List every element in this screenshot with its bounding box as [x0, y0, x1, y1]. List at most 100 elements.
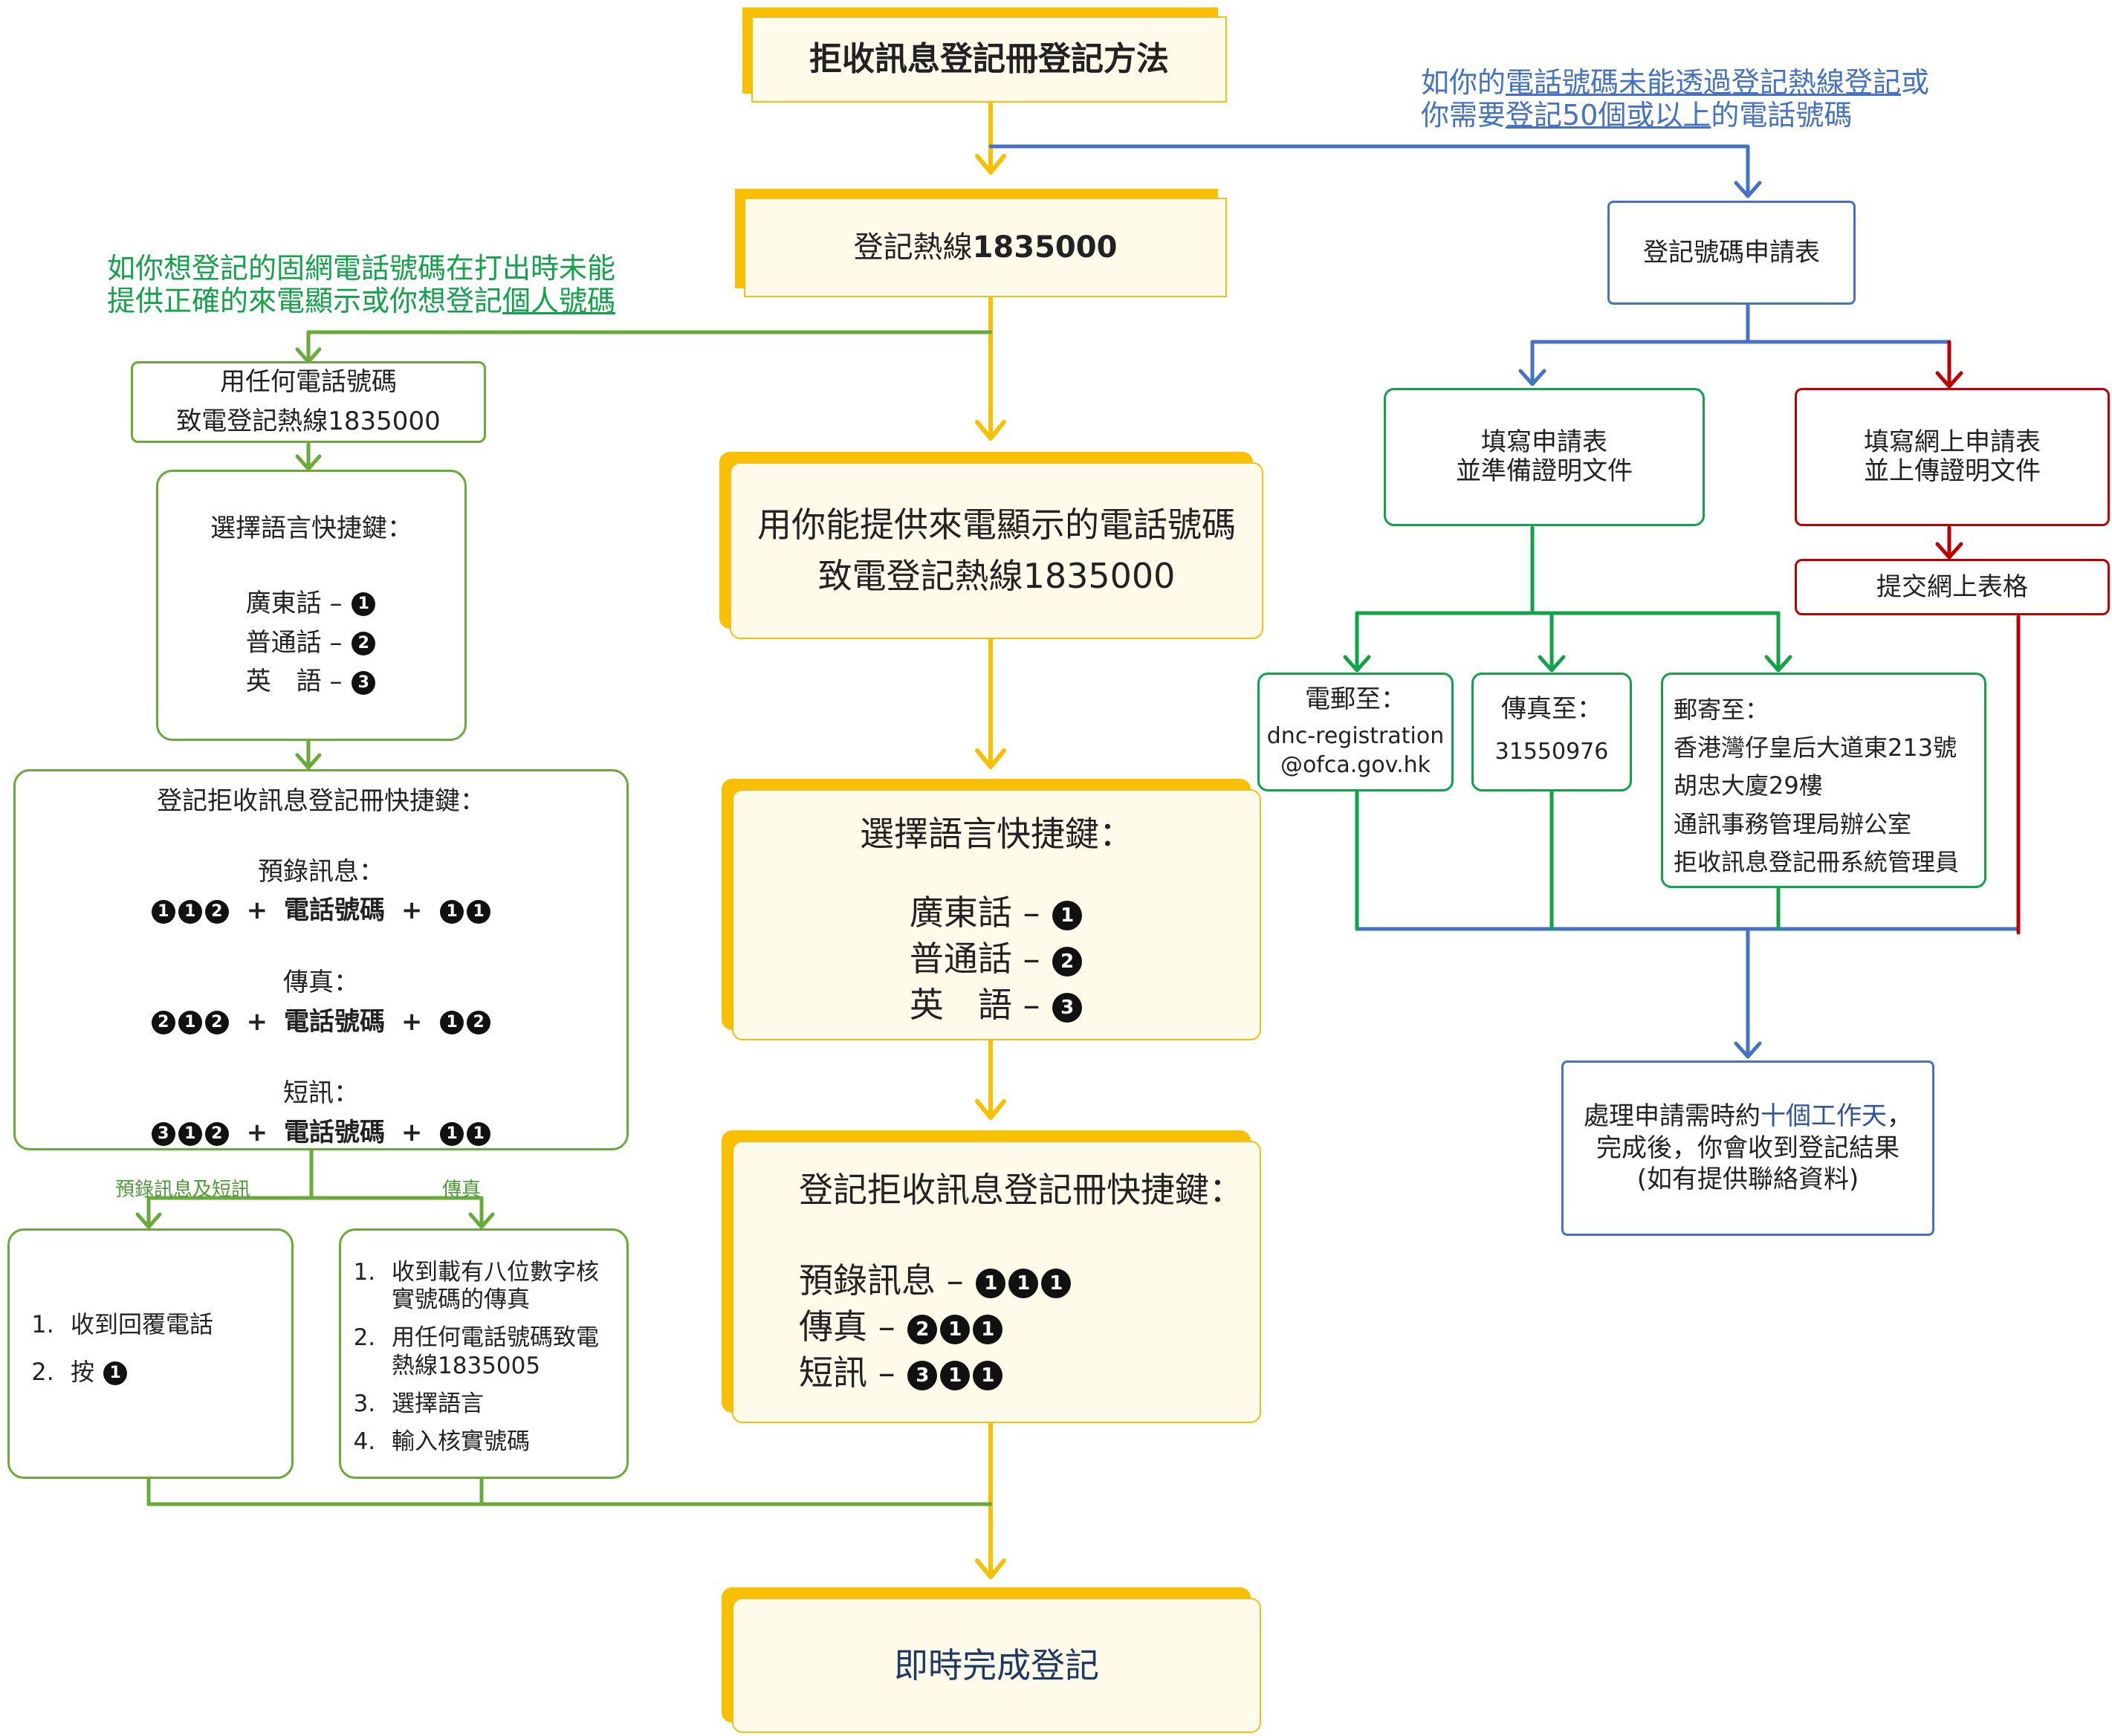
- caller-id-line1: 用你能提供來電顯示的電話號碼: [757, 505, 1236, 545]
- number-1-icon: 1: [940, 1360, 971, 1390]
- processing-highlight: 十個工作天: [1760, 1101, 1887, 1132]
- processing-line2: 完成後，你會收到登記結果: [1596, 1133, 1899, 1163]
- number-2-icon: 2: [204, 1011, 229, 1035]
- language-label: 廣東話 –: [245, 588, 351, 618]
- number-1-icon: 1: [151, 899, 175, 924]
- fill-paper-form-box: 填寫申請表 並準備證明文件: [1384, 388, 1705, 526]
- language-label: 普通話 –: [909, 939, 1052, 979]
- submit-online-box: 提交網上表格: [1795, 559, 2110, 615]
- register-section-label: 短訊：: [283, 1078, 359, 1109]
- number-2-icon: 2: [204, 1121, 229, 1146]
- left-register-title: 登記拒收訊息登記冊快捷鍵：: [157, 786, 485, 816]
- reply-step: 按 1: [62, 1354, 213, 1391]
- green-note: 如你想登記的固網電話號碼在打出時未能 提供正確的來電顯示或你想登記個人號碼: [107, 252, 616, 317]
- processing-line3: (如有提供聯絡資料): [1636, 1165, 1859, 1195]
- number-1-icon: 1: [103, 1361, 128, 1385]
- plus-sign: +: [237, 1118, 276, 1148]
- email-box: 電郵至： dnc-registration @ofca.gov.hk: [1257, 673, 1454, 791]
- email-line2: @ofca.gov.hk: [1280, 752, 1431, 779]
- blue-note-text: 登記熱線登記: [1732, 66, 1902, 99]
- phone-number-label: 電話號碼: [284, 895, 385, 926]
- language-label: 廣東話 –: [909, 893, 1052, 933]
- processing-line1: 處理申請需時約十個工作天，: [1584, 1101, 1912, 1133]
- email-line1: dnc-registration: [1266, 723, 1445, 750]
- blue-note-text: 電話號碼未能透過: [1506, 66, 1732, 99]
- branch-label-fax: 傳真: [442, 1179, 482, 1201]
- mail-line: 拒收訊息登記冊系統管理員: [1674, 847, 1960, 876]
- middle-language-title: 選擇語言快捷鍵：: [860, 814, 1133, 854]
- plus-sign: +: [237, 895, 276, 926]
- branch-label-recorded-sms: 預錄訊息及短訊: [115, 1179, 251, 1201]
- number-1-icon: 1: [976, 1268, 1006, 1298]
- number-3-icon: 3: [1052, 992, 1083, 1023]
- fill-paper-line1: 填寫申請表: [1481, 427, 1607, 457]
- middle-register-title: 登記拒收訊息登記冊快捷鍵：: [799, 1170, 1243, 1210]
- mail-title: 郵寄至：: [1674, 696, 1769, 724]
- press-label: 按: [71, 1357, 95, 1386]
- left-language-title: 選擇語言快捷鍵：: [210, 514, 412, 544]
- register-label: 短訊 –: [799, 1353, 907, 1393]
- plus-sign: +: [392, 1118, 432, 1148]
- number-3-icon: 3: [352, 670, 376, 695]
- fill-online-line2: 並上傳證明文件: [1864, 456, 2041, 486]
- language-option: 普通話 – 2: [733, 936, 1260, 982]
- green-note-line: 提供正確的來電顯示或你想登記: [107, 284, 503, 317]
- number-1-icon: 1: [467, 1121, 491, 1146]
- number-2-icon: 2: [907, 1314, 938, 1344]
- number-1-icon: 1: [1008, 1268, 1039, 1298]
- number-1-icon: 1: [178, 1011, 202, 1035]
- hotline-box: 登記熱線1835000: [744, 198, 1227, 297]
- number-1-icon: 1: [440, 899, 464, 924]
- fax-step: 收到載有八位數字核實號碼的傳真: [383, 1259, 612, 1314]
- application-form-label: 登記號碼申請表: [1643, 237, 1820, 268]
- processing-box: 處理申請需時約十個工作天， 完成後，你會收到登記結果 (如有提供聯絡資料): [1561, 1060, 1934, 1236]
- number-2-icon: 2: [1052, 946, 1083, 976]
- number-1-icon: 1: [973, 1314, 1003, 1344]
- reply-call-box: 收到回覆電話 按 1: [7, 1228, 294, 1479]
- number-1-icon: 1: [467, 899, 491, 924]
- done-part1: 即時: [894, 1645, 962, 1685]
- done-part2: 完成登記: [962, 1645, 1099, 1685]
- call-any-line1: 用任何電話號碼: [220, 367, 397, 398]
- language-option: 英 語 – 3: [733, 982, 1260, 1028]
- number-3-icon: 3: [151, 1121, 175, 1146]
- caller-id-line2: 致電登記熱線1835000: [817, 556, 1176, 596]
- register-label: 傳真 –: [799, 1306, 907, 1347]
- language-label: 英 語 –: [245, 667, 351, 697]
- call-any-line2: 致電登記熱線1835000: [176, 407, 441, 436]
- left-language-box: 選擇語言快捷鍵： 廣東話 – 1 普通話 – 2 英 語 – 3: [156, 470, 467, 741]
- language-label: 英 語 –: [909, 985, 1052, 1026]
- fax-step: 輸入核實號碼: [383, 1428, 612, 1456]
- green-note-line: 如你想登記的固網電話號碼在打出時未能: [107, 252, 616, 285]
- fax-title: 傳真至：: [1501, 694, 1602, 725]
- fax-step: 用任何電話號碼致電熱線1835005: [383, 1324, 612, 1379]
- number-2-icon: 2: [204, 899, 229, 924]
- blue-note-text: 登記50個或以上: [1506, 98, 1711, 132]
- title-box: 拒收訊息登記冊登記方法: [751, 16, 1227, 103]
- hotline-number: 1835000: [972, 230, 1118, 265]
- number-1-icon: 1: [178, 1121, 202, 1146]
- number-1-icon: 1: [440, 1121, 464, 1146]
- blue-note-text: 如你的: [1421, 66, 1506, 99]
- blue-note: 如你的電話號碼未能透過登記熱線登記或 你需要登記50個或以上的電話號碼: [1421, 66, 1929, 132]
- number-2-icon: 2: [151, 1011, 175, 1035]
- number-1-icon: 1: [940, 1314, 971, 1344]
- number-1-icon: 1: [440, 1011, 464, 1035]
- fill-online-line1: 填寫網上申請表: [1864, 427, 2041, 457]
- call-any-phone-box: 用任何電話號碼 致電登記熱線1835000: [131, 361, 486, 443]
- fax-number: 31550976: [1494, 739, 1609, 765]
- fax-steps-box: 收到載有八位數字核實號碼的傳真 用任何電話號碼致電熱線1835005 選擇語言 …: [339, 1228, 629, 1479]
- submit-online-label: 提交網上表格: [1876, 571, 2028, 602]
- number-1-icon: 1: [1041, 1268, 1072, 1298]
- fax-box: 傳真至： 31550976: [1471, 673, 1632, 791]
- fax-step: 選擇語言: [383, 1390, 612, 1418]
- mail-line: 香港灣仔皇后大道東213號: [1674, 733, 1957, 762]
- plus-sign: +: [237, 1006, 276, 1037]
- phone-number-label: 電話號碼: [284, 1118, 385, 1148]
